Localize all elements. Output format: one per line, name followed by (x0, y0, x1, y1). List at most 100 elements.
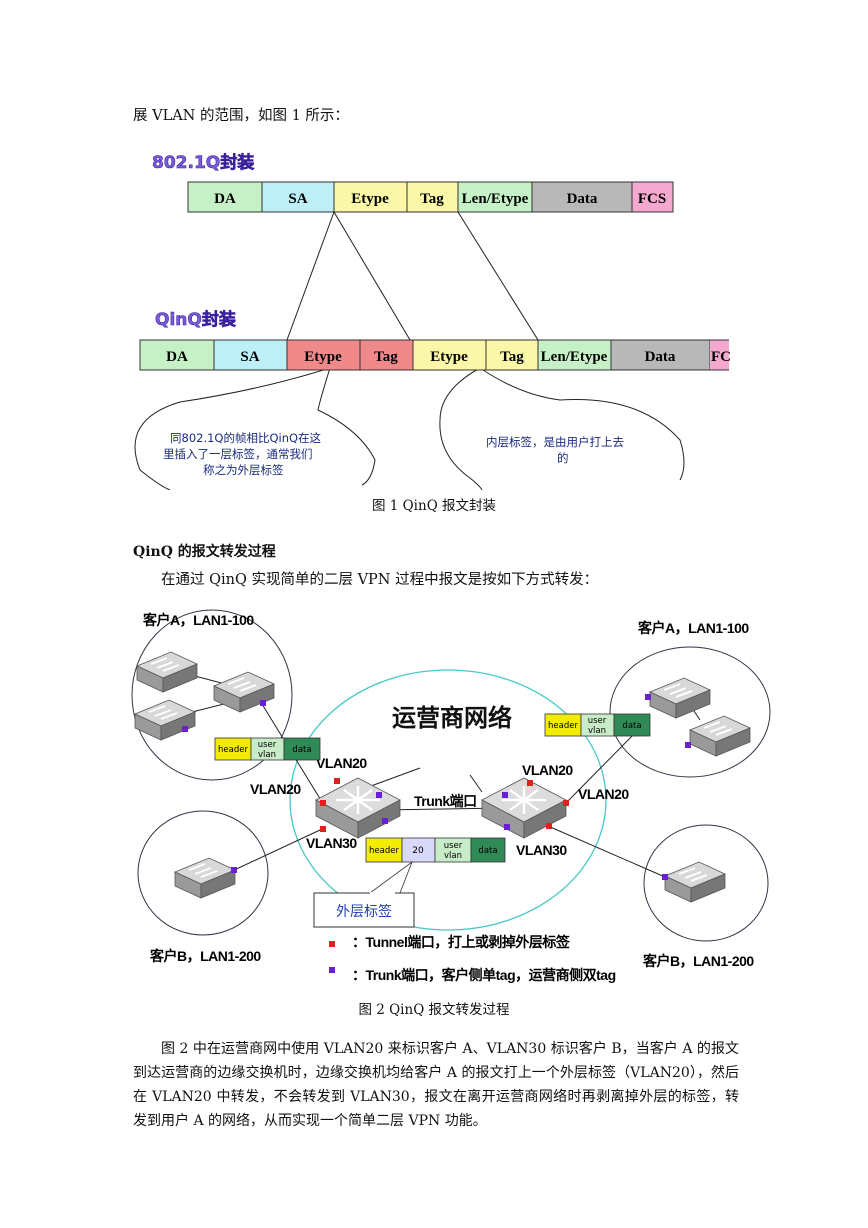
switch-a-left-1 (136, 651, 198, 693)
dot1q-field-fcs (631, 181, 674, 213)
trunk-port-marker (182, 726, 188, 732)
pkt-vlan-label: vlan (258, 750, 276, 760)
dot1q-title: 802.1Q封装 (152, 152, 254, 173)
outer-tag-callout (313, 892, 415, 928)
pkt-user-label: user (258, 740, 277, 750)
tunnel-port-marker (527, 780, 533, 786)
tunnel-port-marker (334, 778, 340, 784)
qinq-label-data: Data (645, 349, 676, 365)
customer-a-left-area (131, 609, 293, 781)
trunk-port-marker (504, 824, 510, 830)
qinq-field-outer-tag (359, 339, 414, 371)
trunk-port-marker (376, 792, 382, 798)
provider-edge-switch-left (314, 776, 402, 840)
customer-b-left-label: 客户B，LAN1-200 (149, 948, 261, 964)
packet-double-tagged: header 20 user vlan data (365, 837, 506, 863)
qinq-label-len-etype: Len/Etype (541, 349, 608, 365)
pkt-header-label: header (218, 745, 248, 755)
provider-network-label: 运营商网络 (392, 704, 512, 732)
qinq-field-fcs (710, 340, 729, 370)
figure-1-qinq-encapsulation: 802.1Q封装 DA SA Etype Tag Len/Etype Data … (134, 152, 731, 490)
callout-right-line-1: 内层标签，是由用户打上去 (486, 435, 624, 449)
customer-b-right-area (643, 824, 769, 942)
pkt-header-label: header (548, 721, 578, 731)
provider-edge-switch-right (480, 776, 568, 840)
callout-left-line-2: 里插入了一层标签，通常我们 (163, 447, 313, 461)
callout-right: 内层标签，是由用户打上去 的 (486, 435, 624, 465)
vlan30-label-right: VLAN30 (516, 842, 567, 858)
qinq-field-sa (213, 339, 288, 371)
pkt-user-label: user (444, 841, 463, 851)
section-heading: QinQ 的报文转发过程 (133, 544, 276, 560)
qinq-field-inner-tag (485, 339, 539, 371)
figure-1-connectors (134, 211, 685, 490)
pkt-data-label: data (292, 745, 311, 755)
vlan20-label-left: VLAN20 (250, 781, 301, 797)
dot1q-label-fcs: FCS (638, 191, 666, 207)
legend-tunnel-text: ：Tunnel端口，打上或剥掉外层标签 (352, 934, 571, 950)
trunk-port-marker (645, 694, 651, 700)
qinq-field-data (610, 339, 711, 371)
pkt-vlan-label: vlan (588, 726, 606, 736)
pkt-data-label: data (622, 721, 641, 731)
qinq-label-da: DA (166, 349, 188, 365)
qinq-label-outer-tag: Tag (374, 349, 398, 365)
customer-b-left-area (137, 810, 269, 936)
tunnel-port-marker (320, 800, 326, 806)
pkt-outer-tag-label: 20 (412, 846, 424, 856)
tunnel-port-marker (320, 826, 326, 832)
intro-line: 展 VLAN 的范围，如图 1 所示： (133, 108, 349, 124)
dot1q-label-len-etype: Len/Etype (462, 191, 529, 207)
qinq-label-outer-etype: Etype (304, 349, 342, 365)
trunk-port-marker (502, 792, 508, 798)
switch-a-left-3 (134, 699, 196, 741)
conclusion-paragraph: 图 2 中在运营商网中使用 VLAN20 来标识客户 A、VLAN30 标识客户… (133, 1041, 739, 1129)
callout-right-line-2: 的 (557, 451, 569, 465)
dot1q-label-tag: Tag (420, 191, 444, 207)
vlan20-label-right-top: VLAN20 (522, 762, 573, 778)
legend-trunk-marker (329, 967, 335, 973)
qinq-label-fcs: FC (711, 349, 731, 365)
dot1q-field-etype (333, 181, 408, 213)
qinq-label-inner-tag: Tag (500, 349, 524, 365)
callout-left-line-3: 称之为外层标签 (203, 463, 284, 477)
vlan20-label-right: VLAN20 (578, 786, 629, 802)
qinq-label-sa: SA (240, 349, 259, 365)
trunk-port-marker (260, 700, 266, 706)
pkt-header-label: header (369, 846, 399, 856)
section-intro: 在通过 QinQ 实现简单的二层 VPN 过程中报文是按如下方式转发： (161, 572, 599, 588)
trunk-port-marker (382, 818, 388, 824)
dot1q-field-sa (261, 181, 335, 213)
customer-a-left-label: 客户A，LAN1-100 (142, 612, 254, 628)
customer-a-right-label: 客户A，LAN1-100 (637, 620, 749, 636)
switch-b-right (664, 861, 726, 903)
qinq-label-inner-etype: Etype (430, 349, 468, 365)
dot1q-field-data (531, 181, 633, 213)
packet-customer-a-left: header user vlan data (214, 737, 321, 761)
dot1q-label-data: Data (567, 191, 598, 207)
qinq-title: QinQ封装 (155, 309, 236, 330)
trunk-port-marker (685, 742, 691, 748)
trunk-port-markers (182, 694, 691, 880)
dot1q-label-sa: SA (288, 191, 307, 207)
switch-b-left (174, 857, 236, 899)
dot1q-field-da (187, 181, 263, 213)
figure-1-caption: 图 1 QinQ 报文封装 (371, 498, 497, 514)
tunnel-port-marker (546, 823, 552, 829)
provider-network-area (289, 669, 607, 931)
switch-a-right-1 (649, 677, 711, 719)
customer-b-right-label: 客户B，LAN1-200 (642, 953, 754, 969)
legend-trunk-text: ：Trunk端口，客户侧单tag，运营商侧双tag (352, 967, 616, 983)
dot1q-label-da: DA (214, 191, 236, 207)
dot1q-field-len-etype (457, 181, 533, 213)
packet-customer-a-right: header user vlan data (544, 713, 651, 737)
trunk-port-label: Trunk端口 (414, 793, 477, 809)
vlan20-label-left-top: VLAN20 (316, 755, 367, 771)
figure-2-qinq-forwarding: 客户A，LAN1-100 客户A，LAN1-100 客户B，LAN1-200 客… (131, 609, 771, 983)
trunk-port-marker (231, 867, 237, 873)
pkt-data-label: data (478, 846, 497, 856)
qinq-field-len-etype (537, 339, 612, 371)
vlan30-label-left: VLAN30 (306, 835, 357, 851)
tunnel-port-markers (320, 778, 569, 832)
callout-left-line-1: 同802.1Q的帧相比QinQ在这 (170, 431, 322, 445)
